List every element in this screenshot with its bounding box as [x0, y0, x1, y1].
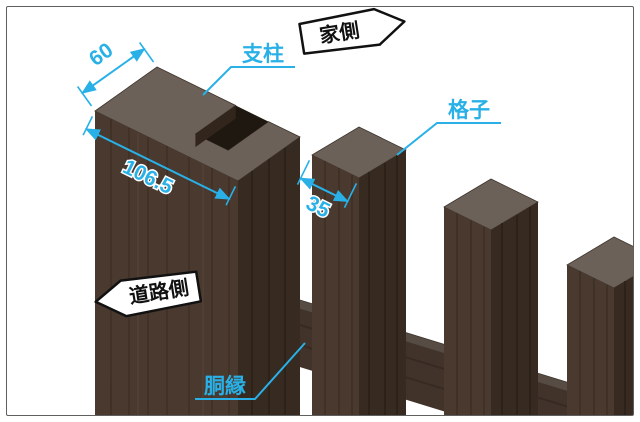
extension-line [343, 183, 358, 208]
wood-grain-side [624, 281, 626, 415]
lattice-post-2 [311, 126, 407, 415]
banner-house-side: 家側 [298, 7, 406, 55]
lattice-post-4 [566, 236, 633, 415]
label-support-post-text: 支柱 [242, 42, 284, 66]
house-side-arrow-shape [298, 7, 406, 55]
label-rail-text: 胴縁 [204, 374, 246, 398]
post-front-face [444, 207, 491, 415]
label-lattice-text: 格子 [448, 98, 490, 122]
dimension-line [81, 48, 146, 94]
road-side-arrow-shape [94, 270, 203, 318]
extension-line [225, 186, 237, 206]
label-rail: 胴縁 [195, 342, 306, 400]
leader-line [202, 66, 295, 96]
wood-grain-side [368, 155, 398, 415]
fence-isometric-illustration: 60 106.5 35 支柱 [76, 7, 633, 415]
dimension-line [299, 177, 349, 203]
extension-line [82, 116, 94, 136]
wood-grain-side [501, 207, 531, 415]
post-side-face [359, 150, 406, 415]
dimension-value-depth: 60 [85, 39, 117, 71]
extension-line [76, 86, 93, 107]
extension-line [138, 42, 155, 63]
leader-line [396, 122, 501, 156]
support-post [94, 66, 301, 415]
wood-grain [456, 213, 485, 415]
post-side-face [614, 276, 633, 415]
wood-grain [324, 161, 353, 415]
dimension-line [84, 128, 231, 200]
post-front-face [312, 155, 359, 415]
post-front-face [567, 265, 614, 415]
label-support-post: 支柱 [202, 42, 295, 96]
diagram-frame: 60 106.5 35 支柱 [6, 6, 634, 416]
lattice-post-3 [443, 178, 539, 415]
wood-grain [579, 271, 608, 415]
banner-road-side: 道路側 [94, 270, 203, 318]
leader-line [195, 342, 306, 400]
label-lattice: 格子 [396, 98, 501, 156]
